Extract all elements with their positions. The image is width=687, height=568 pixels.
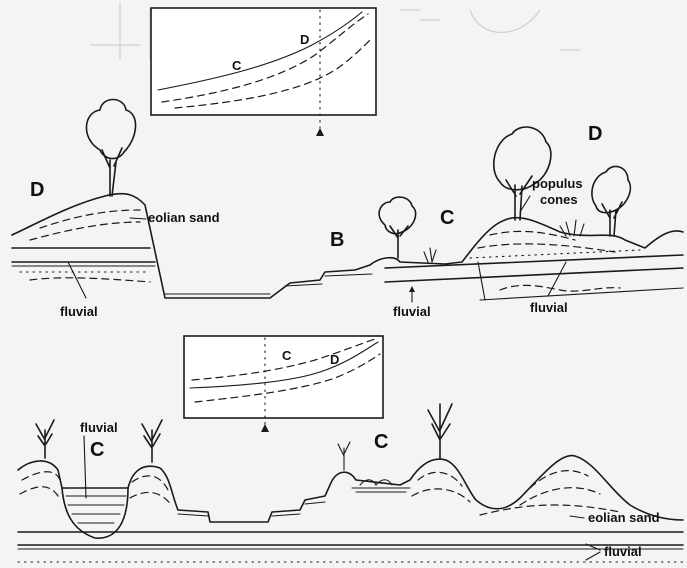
upper-right-dots (470, 250, 640, 258)
lower-tree-mid-icon (142, 420, 162, 462)
lower-eolian-dash-left-1 (22, 472, 60, 480)
lower-terrace-step-2 (272, 514, 300, 516)
upper-tree-right-2-icon (592, 166, 630, 236)
upper-populus-label: populus (532, 176, 583, 191)
upper-cross-section: D B C D eolian sand populus cones fluvia… (12, 100, 683, 320)
upper-fluvial-left-label: fluvial (60, 304, 98, 319)
upper-inset-pointer-icon (316, 128, 324, 136)
upper-right-cliff (478, 262, 485, 300)
lower-zone-c-right: C (374, 431, 388, 453)
upper-fluvial-left-leader (68, 262, 86, 298)
lower-eolian-dash-mid-2 (130, 492, 172, 506)
lower-eolian-dash-mid-1 (132, 476, 168, 490)
upper-cones-label: cones (540, 192, 578, 207)
upper-ground-surface (12, 194, 683, 298)
upper-zone-c: C (440, 207, 454, 229)
upper-fluvial-center-arrowhead (409, 286, 415, 292)
lower-terrace-step-3 (305, 502, 325, 504)
lower-eolian-dash-left-2 (20, 487, 58, 496)
lower-inset-pointer-icon (261, 424, 269, 432)
upper-right-strata-2 (385, 268, 683, 282)
upper-eolian-leader (130, 218, 146, 219)
lower-eolian-sand-label: eolian sand (588, 510, 660, 525)
upper-right-strata-1 (385, 255, 683, 268)
lower-eolian-dash-right-2 (412, 489, 470, 502)
upper-inset-frame (151, 8, 376, 115)
lower-inset-label-c: C (282, 348, 292, 363)
upper-inset-label-d: D (300, 32, 309, 47)
upper-tree-center-icon (379, 197, 416, 258)
upper-inset-graph: C D (151, 8, 376, 136)
upper-right-lens (500, 285, 620, 291)
lower-zone-c-left: C (90, 439, 104, 461)
lower-eolian-dash-right-1 (418, 472, 462, 486)
upper-terrace-step-2 (325, 274, 372, 276)
upper-zone-b: B (330, 229, 344, 251)
lower-fluvial-top-label: fluvial (80, 420, 118, 435)
lower-fluvial-bottom-label: fluvial (604, 544, 642, 559)
lower-eolian-dash-right-4 (520, 488, 600, 505)
lower-fluvial-bottom-arrow-2 (586, 552, 600, 560)
lower-terrace-pond (352, 488, 410, 492)
upper-zone-d-right: D (588, 123, 602, 145)
lower-inset-label-d: D (330, 352, 339, 367)
upper-inset-label-c: C (232, 58, 242, 73)
lower-inset-graph: C D (184, 336, 383, 432)
upper-eolian-dash-1 (40, 210, 140, 228)
upper-shrub-icon (424, 248, 436, 262)
lower-terrace-step-1 (178, 514, 208, 516)
lower-cross-section: fluvial C C eolian sand fluvial (18, 404, 683, 562)
lower-tree-right-icon (428, 404, 452, 458)
upper-eolian-sand-label: eolian sand (148, 210, 220, 225)
upper-tree-left-icon (86, 100, 135, 197)
upper-fluvial-center-label: fluvial (393, 304, 431, 319)
upper-right-strata-3 (480, 288, 683, 300)
upper-terrace-step-1 (285, 284, 322, 286)
upper-fluvial-right-label: fluvial (530, 300, 568, 315)
upper-fluvial-dash-left (30, 278, 150, 282)
upper-zone-d-left: D (30, 179, 44, 201)
lower-eolian-leader (570, 516, 584, 518)
lower-tree-small-icon (338, 442, 350, 470)
upper-right-eolian-dash-2 (478, 244, 615, 252)
upper-eolian-dash-2 (30, 222, 140, 240)
lower-tree-left-icon (36, 420, 54, 458)
